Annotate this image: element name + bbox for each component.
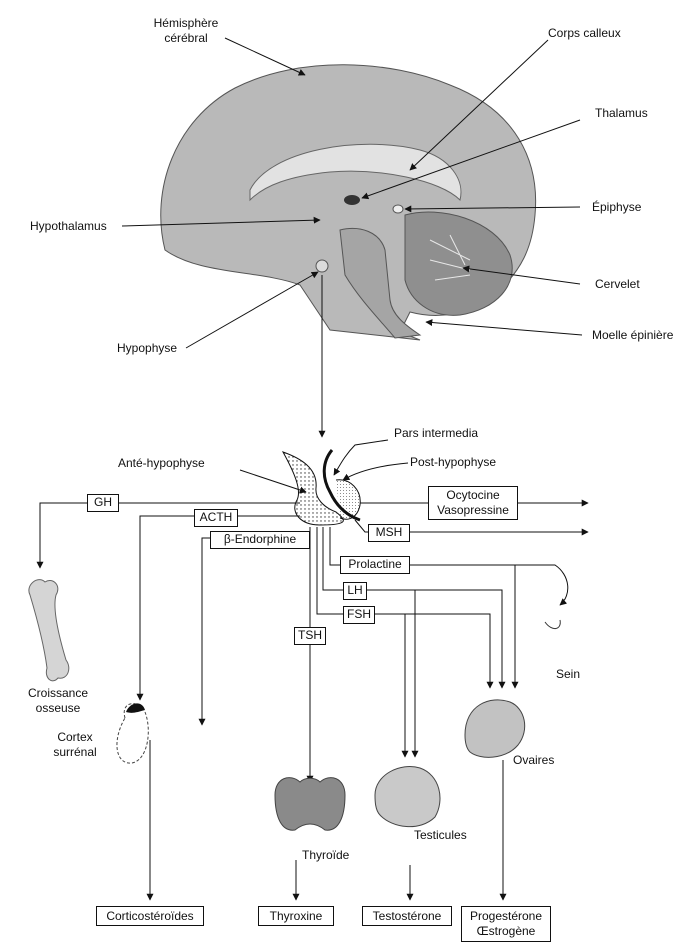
label-breast: Sein <box>556 667 580 682</box>
label-pars-intermedia: Pars intermedia <box>394 426 478 441</box>
label-bone-growth: Croissance osseuse <box>18 686 98 716</box>
hormone-gh: GH <box>87 494 119 512</box>
femur-bone <box>29 580 69 681</box>
hormone-fsh: FSH <box>343 606 375 624</box>
hormone-acth: ACTH <box>194 509 238 527</box>
label-ovaries: Ovaires <box>513 753 554 768</box>
label-posterior-pituitary: Post-hypophyse <box>410 455 496 470</box>
label-testes: Testicules <box>414 828 467 843</box>
hormone-tsh: TSH <box>294 627 326 645</box>
label-pituitary: Hypophyse <box>117 341 177 356</box>
product-progesterone: Progestérone Œstrogène <box>461 906 551 942</box>
product-corticosteroids: Corticostéroïdes <box>96 906 204 926</box>
label-corpus-callosum: Corps calleux <box>548 26 621 41</box>
label-hypothalamus: Hypothalamus <box>30 219 107 234</box>
label-thyroid: Thyroïde <box>302 848 349 863</box>
ovary <box>465 700 525 757</box>
label-hemisphere: Hémisphère cérébral <box>147 16 225 46</box>
pituitary-shape <box>316 260 328 272</box>
hormone-endorphin: β-Endorphine <box>210 531 310 549</box>
breast-shape <box>545 620 560 629</box>
pituitary-enlarged <box>283 450 360 525</box>
label-adrenal-cortex: Cortex surrénal <box>40 730 110 760</box>
label-thalamus: Thalamus <box>595 106 648 121</box>
hormone-lh: LH <box>343 582 367 600</box>
label-spinal-cord: Moelle épinière <box>592 328 673 343</box>
thalamus-shape <box>344 195 360 205</box>
label-cerebellum: Cervelet <box>595 277 640 292</box>
target-organs <box>29 580 560 831</box>
anterior-pituitary-shape <box>283 452 343 525</box>
epiphysis-shape <box>393 205 403 213</box>
hormone-prolactin: Prolactine <box>340 556 410 574</box>
hormone-msh: MSH <box>368 524 410 542</box>
label-epiphysis: Épiphyse <box>592 200 641 215</box>
thyroid-gland <box>275 778 345 831</box>
hormone-ocytocin: Ocytocine Vasopressine <box>428 486 518 520</box>
brain-illustration <box>161 65 536 340</box>
product-thyroxine: Thyroxine <box>258 906 334 926</box>
product-testosterone: Testostérone <box>362 906 452 926</box>
testis <box>375 767 440 827</box>
label-anterior-pituitary: Anté-hypophyse <box>118 456 205 471</box>
